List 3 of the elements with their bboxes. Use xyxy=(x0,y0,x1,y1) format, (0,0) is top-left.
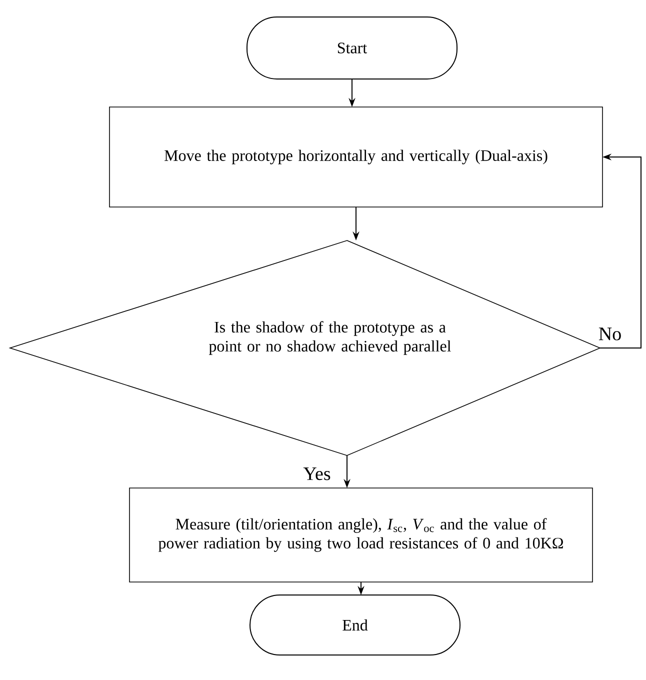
process-box: Measure (tilt/orientation angle), I$_{sc}$, V$_{oc}$ and the value of power radiation by using two load resistances of 0 and 10KΩ xyxy=(129,488,593,582)
edge-label: Yes xyxy=(302,466,332,482)
process-box: Move the prototype horizontally and vertically (Dual-axis) xyxy=(109,106,603,208)
